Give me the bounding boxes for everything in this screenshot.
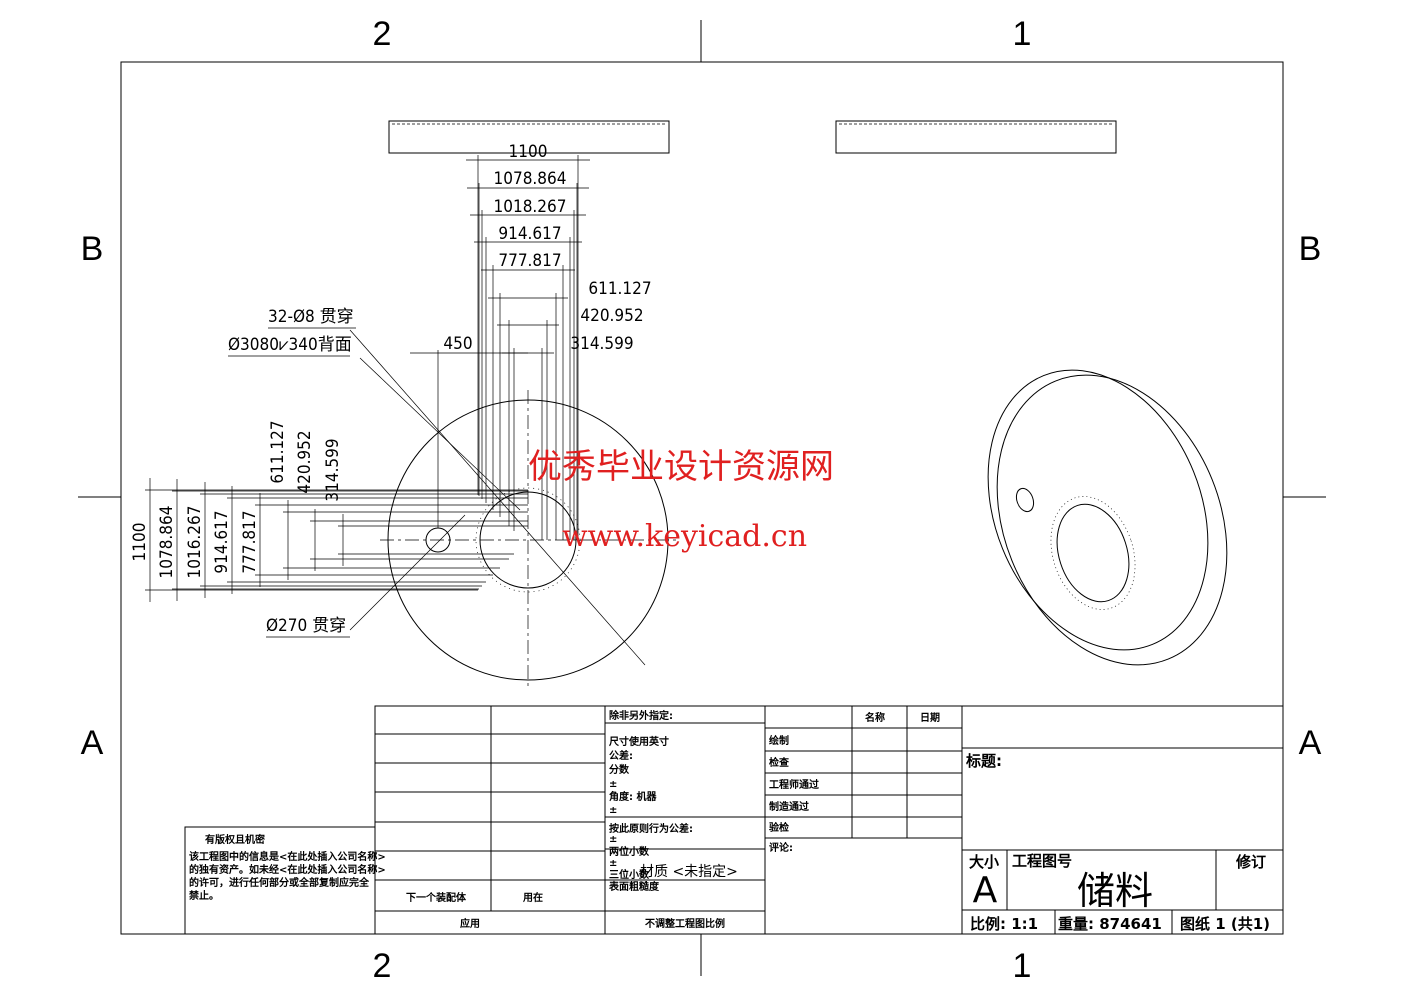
front-view <box>145 155 680 690</box>
dim-label: 1078.864 <box>494 169 567 189</box>
dwg-no-value: 储料 <box>1077 869 1153 913</box>
name-header: 名称 <box>865 711 885 724</box>
zone-label: B <box>81 230 104 268</box>
revision-label: 修订 <box>1235 853 1266 871</box>
tolerance-line: 角度: 机器 <box>609 790 657 803</box>
confidential-text: 该工程图中的信息是<在此处插入公司名称> <box>189 850 386 863</box>
title-block <box>184 705 1284 935</box>
sign-row-label: 检查 <box>769 756 790 769</box>
tolerance-line: ± <box>609 858 617 869</box>
top-view-right <box>835 120 1117 154</box>
scale-label: 比例: 1:1 <box>970 915 1038 933</box>
zone-label: 1 <box>1013 947 1032 985</box>
tolerance-line: 表面粗糙度 <box>608 880 660 893</box>
dim-label: 314.599 <box>323 438 343 501</box>
tolerance-notes: 除非另外指定: 尺寸使用英寸 公差: 分数 ± 角度: 机器 ± 按此原则行为公… <box>608 709 693 893</box>
material-label: 材质 <未指定> <box>640 864 738 880</box>
sheet-label: 图纸 1 (共1) <box>1180 915 1270 933</box>
isometric-view <box>987 369 1228 666</box>
dim-label: 1016.267 <box>185 506 205 579</box>
tolerance-line: 两位小数 <box>609 845 650 858</box>
zone-label: 2 <box>373 947 392 985</box>
confidential-text: 的独有资产。如未经<在此处插入公司名称> <box>189 863 386 876</box>
dim-label: 777.817 <box>240 510 260 573</box>
tolerance-line: ± <box>609 834 617 845</box>
tolerance-line: 三位小数 <box>609 868 650 881</box>
dim-label: 1100 <box>130 523 150 562</box>
confidential-text: 的许可，进行任何部分或全部复制应完全 <box>189 876 370 889</box>
tolerance-line: 尺寸使用英寸 <box>609 735 669 748</box>
tolerance-line: 分数 <box>609 763 630 776</box>
tolerance-line: 公差: <box>609 749 633 762</box>
confidential-text: 禁止。 <box>188 889 219 902</box>
dwg-no-label: 工程图号 <box>1012 852 1072 870</box>
date-header: 日期 <box>920 711 940 724</box>
dim-label: 450 <box>443 334 472 354</box>
dim-label: 611.127 <box>588 279 651 299</box>
dim-label: 420.952 <box>580 306 643 326</box>
watermark-title: 优秀毕业设计资源网 <box>528 447 834 487</box>
tolerance-line: ± <box>609 779 617 790</box>
zone-label: 1 <box>1013 15 1032 53</box>
counterbore-callout: Ø3080⩗340背面 <box>228 335 352 355</box>
zone-label: A <box>1299 724 1322 762</box>
tolerance-line: 按此原则行为公差: <box>609 822 693 835</box>
dim-label: 777.817 <box>498 251 561 271</box>
sign-row-label: 绘制 <box>769 734 789 747</box>
dim-label: 914.617 <box>498 224 561 244</box>
dim-label: 611.127 <box>268 420 288 483</box>
no-scale-label: 不调整工程图比例 <box>645 917 725 930</box>
next-assembly-label: 下一个装配体 <box>406 891 467 904</box>
sign-row-label: 工程师通过 <box>769 778 819 791</box>
dim-label: 914.617 <box>212 510 232 573</box>
dim-label: 1100 <box>509 142 548 162</box>
zone-label: 2 <box>373 15 392 53</box>
weight-label: 重量: 874641 <box>1058 915 1162 933</box>
tolerance-line: ± <box>609 805 617 816</box>
top-view-left <box>388 120 670 154</box>
comments-label: 评论: <box>769 841 793 854</box>
dim-label: 1018.267 <box>494 197 567 217</box>
sign-row-label: 制造通过 <box>769 800 809 813</box>
hole-callout: 32-Ø8 贯穿 <box>268 307 354 327</box>
size-value: A <box>973 870 998 911</box>
size-label: 大小 <box>969 853 999 871</box>
dim-label: 420.952 <box>295 430 315 493</box>
zone-label: B <box>1299 230 1322 268</box>
zone-label: A <box>81 724 104 762</box>
confidential-title: 有版权且机密 <box>205 833 265 846</box>
dim-label: 314.599 <box>570 334 633 354</box>
tolerance-line: 除非另外指定: <box>609 709 673 722</box>
used-on-label: 用在 <box>522 891 543 904</box>
dim-label: 1078.864 <box>157 506 177 579</box>
application-label: 应用 <box>460 917 480 930</box>
title-label: 标题: <box>965 752 1002 770</box>
center-hole-callout: Ø270 贯穿 <box>266 616 346 636</box>
watermark-url: www.keyicad.cn <box>562 519 807 554</box>
sign-row-label: 验检 <box>769 821 789 834</box>
